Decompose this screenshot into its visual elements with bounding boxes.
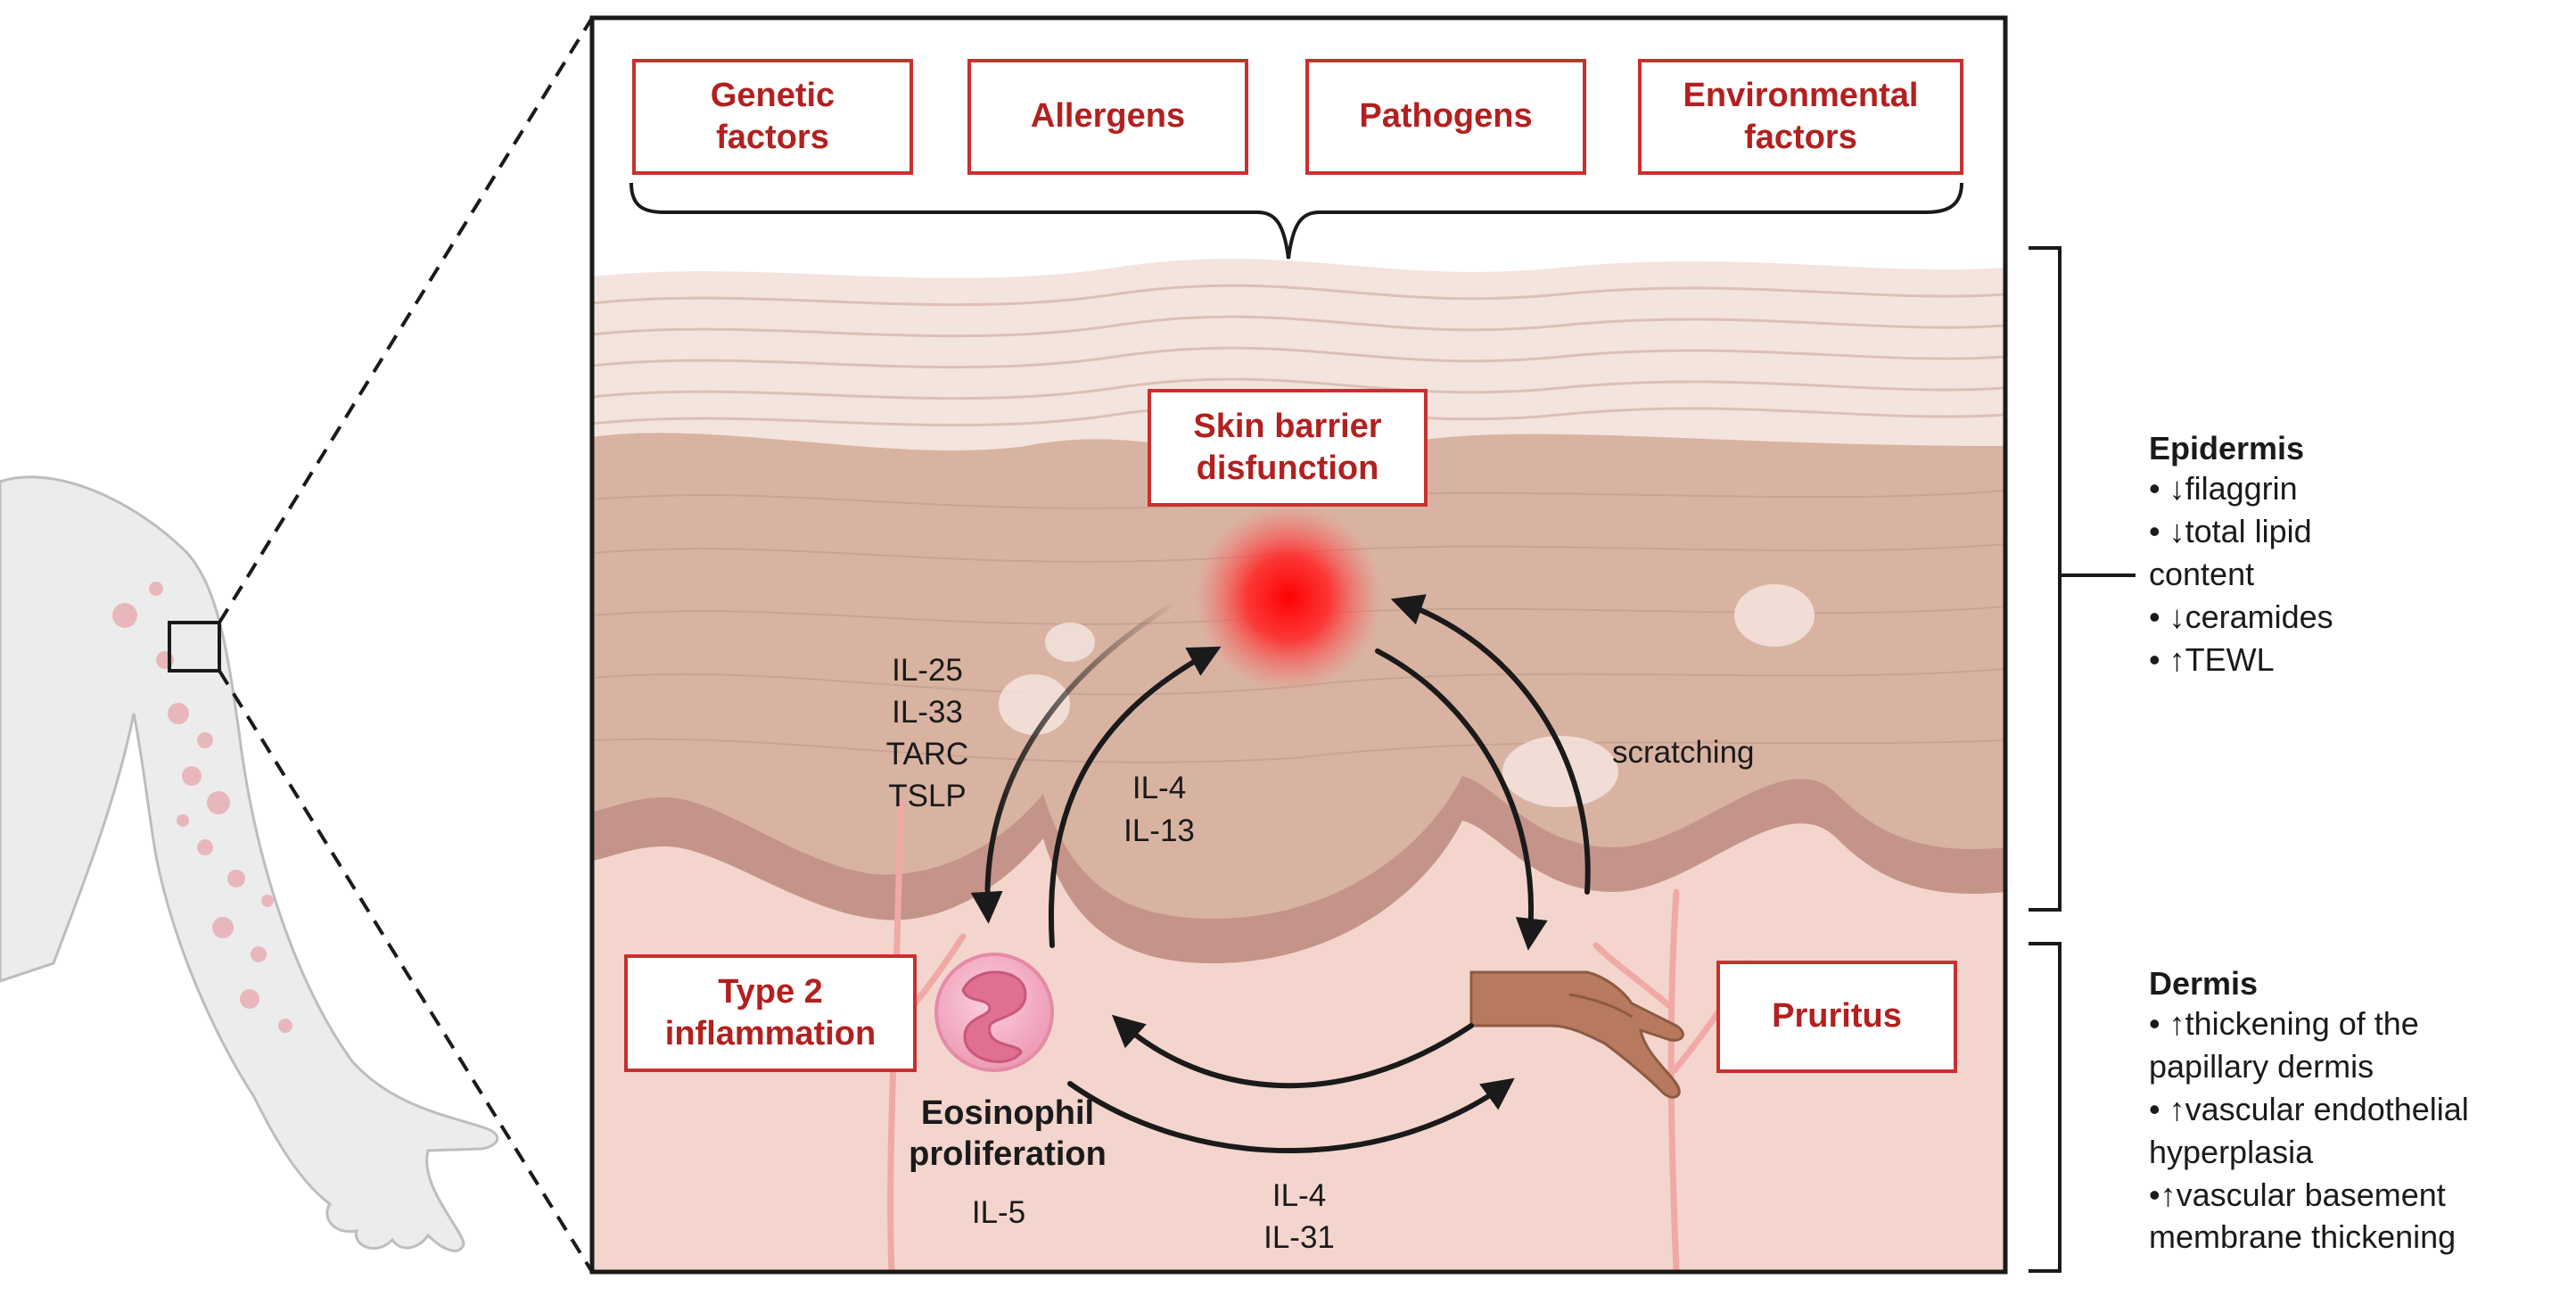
layer-brackets	[2029, 246, 2136, 1273]
cytokine-il4: IL-4	[1132, 771, 1187, 805]
arm-illustration	[0, 16, 594, 1274]
allergens-box: Allergens	[967, 59, 1248, 175]
epidermis-item: • ↓ceramides	[2149, 598, 2333, 635]
panel-border	[589, 15, 2008, 1275]
cycle-arrows	[970, 594, 1591, 1153]
dermis-item: hyperplasia	[2149, 1133, 2314, 1170]
skin-barrier-box: Skin barrier disfunction	[1148, 389, 1428, 507]
eosinophil-label: Eosinophil proliferation	[883, 1093, 1132, 1175]
scratching-label: scratching	[1612, 735, 1755, 770]
cytokine-il4-bottom: IL-4	[1272, 1178, 1327, 1213]
dermis-item: • ↑thickening of the	[2149, 1005, 2419, 1042]
eosinophil-line1: Eosinophil	[920, 1094, 1095, 1132]
epidermis-panel: Epidermis • ↓filaggrin • ↓total lipid co…	[2149, 430, 2333, 681]
factors-brace	[630, 182, 1963, 260]
dermis-item: •↑vascular basement	[2149, 1176, 2446, 1213]
inflammation-glow	[1195, 504, 1382, 691]
epidermis-title: Epidermis	[2149, 430, 2305, 466]
cytokine-il31: IL-31	[1263, 1220, 1335, 1255]
cytokine-il33: IL-33	[892, 695, 963, 730]
type2-inflammation-box: Type 2 inflammation	[624, 954, 917, 1072]
epidermis-item: • ↑TEWL	[2149, 640, 2275, 678]
dermis-item: papillary dermis	[2149, 1047, 2374, 1085]
cytokine-tarc: TARC	[885, 737, 969, 772]
dermis-item: membrane thickening	[2149, 1218, 2457, 1256]
skin-cross-section	[592, 18, 2005, 1272]
dermis-panel: Dermis • ↑thickening of the papillary de…	[2149, 965, 2469, 1259]
eosinophil-cell	[934, 953, 1054, 1072]
cytokine-il13: IL-13	[1123, 813, 1195, 848]
dermis-item: • ↑vascular endothelial	[2149, 1090, 2469, 1127]
pruritus-box: Pruritus	[1716, 961, 1957, 1073]
eosinophil-line2: proliferation	[909, 1135, 1107, 1173]
environmental-factors-box: Environmental factors	[1638, 59, 1963, 175]
epidermis-item: content	[2149, 555, 2255, 592]
scratching-hand-icon	[1469, 970, 1684, 1099]
genetic-factors-box: Genetic factors	[632, 59, 913, 175]
cytokines-bottom: IL-4 IL-31	[1241, 1175, 1357, 1259]
pathogens-box: Pathogens	[1305, 59, 1586, 175]
epidermis-item: • ↓total lipid	[2149, 512, 2312, 549]
cytokines-left: IL-25 IL-33 TARC TSLP	[874, 649, 981, 817]
dermis-title: Dermis	[2149, 965, 2259, 1002]
epidermis-item: • ↓filaggrin	[2149, 470, 2298, 507]
cytokine-il25: IL-25	[892, 653, 963, 688]
cytokines-center: IL-4 IL-13	[1106, 767, 1213, 853]
il5-label: IL-5	[971, 1195, 1026, 1230]
cytokine-tslp: TSLP	[888, 779, 967, 813]
